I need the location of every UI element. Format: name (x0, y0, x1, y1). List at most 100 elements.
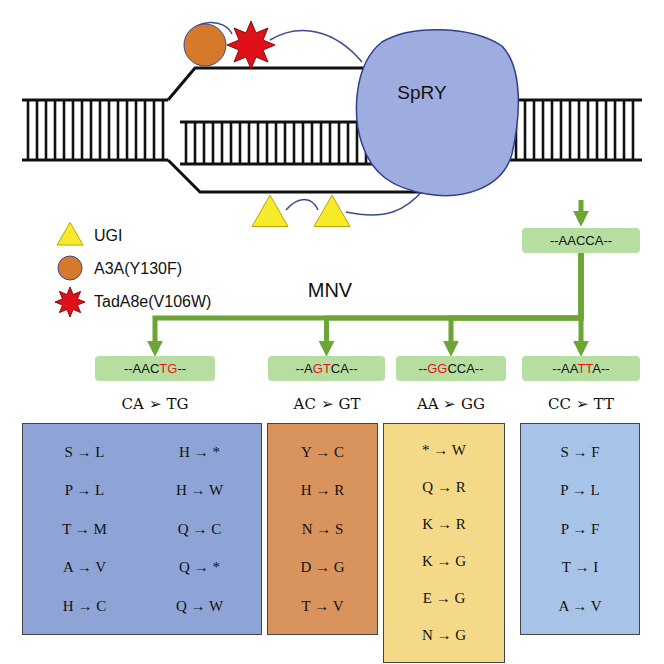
base-pair (311, 122, 314, 164)
base-pair (257, 122, 260, 164)
base-pair (623, 100, 626, 160)
change-label: CA ➢ TG (122, 395, 189, 413)
substitution-cell: H → W (142, 472, 257, 509)
base-pair (587, 100, 590, 160)
sequence-box: --GGCCA-- (396, 356, 506, 381)
branch-arrow (579, 253, 584, 352)
base-pair (99, 100, 102, 160)
spry-protein: SpRY (352, 24, 522, 202)
substitution-cell: T → I (525, 549, 635, 586)
protein-outline (352, 24, 522, 202)
change-label: AA ➢ GG (417, 395, 485, 413)
base-pair (524, 100, 527, 160)
base-pair (81, 100, 84, 160)
flow-arrow (579, 200, 584, 222)
base-pair (63, 100, 66, 160)
substitution-cell: A → V (27, 549, 142, 586)
sequence-text: --AACTG-- (124, 361, 186, 376)
base-pair (72, 100, 75, 160)
change-label: CC ➢ TT (548, 395, 614, 413)
ugi-triangle (252, 195, 288, 226)
base-pair (605, 100, 608, 160)
base-pair (162, 100, 165, 160)
base-pair (135, 100, 138, 160)
substitution-cell: K → R (388, 506, 500, 543)
base-pair (266, 122, 269, 164)
substitution-cell: N → S (272, 511, 373, 548)
base-pair (90, 100, 93, 160)
sequence-text: --AACCA-- (550, 233, 612, 248)
sequence-text: --AGTCA-- (295, 361, 357, 376)
base-pair (596, 100, 599, 160)
substitution-cell: A → V (525, 588, 635, 625)
substitution-cell: P → L (27, 472, 142, 509)
base-pair (108, 100, 111, 160)
base-pair (560, 100, 563, 160)
base-pair (153, 100, 156, 160)
substitution-cell: H → R (272, 472, 373, 509)
base-pair (284, 122, 287, 164)
substitution-cell: H → C (27, 588, 142, 625)
legend-text: A3A(Y130F) (94, 260, 182, 278)
substitution-table: S → LH → *P → LH → WT → MQ → CA → VQ → *… (22, 423, 262, 635)
legend-star (55, 287, 85, 317)
base-pair (117, 100, 120, 160)
substitution-table: S → FP → LP → FT → IA → V (520, 423, 640, 635)
base-pair (185, 122, 188, 164)
legend-triangle (57, 222, 83, 245)
base-pair (203, 122, 206, 164)
base-pair (239, 122, 242, 164)
strand (492, 159, 642, 162)
base-pair (338, 122, 341, 164)
base-pair (329, 122, 332, 164)
sequence-box: --AATTA-- (522, 356, 640, 381)
a3a-circle (184, 24, 226, 66)
substitution-cell: P → L (525, 472, 635, 509)
linker-line (346, 188, 425, 215)
branch-arrow (451, 253, 581, 352)
substitution-cell: P → F (525, 511, 635, 548)
base-pair (533, 100, 536, 160)
base-pair (293, 122, 296, 164)
mnv-label: MNV (308, 279, 352, 302)
base-pair (27, 100, 30, 160)
base-pair (569, 100, 572, 160)
substitution-cell: S → F (525, 434, 635, 471)
substitution-cell: K → G (388, 543, 500, 580)
base-pair (614, 100, 617, 160)
substitution-cell: D → G (272, 549, 373, 586)
base-pair (275, 122, 278, 164)
branch-arrow (155, 253, 581, 352)
protein-shape (357, 30, 519, 196)
ugi-triangle (314, 195, 350, 226)
change-label: AC ➢ GT (294, 395, 361, 413)
base-pair (551, 100, 554, 160)
linker-line (270, 31, 362, 62)
sequence-box: --AACTG-- (95, 356, 215, 381)
dna-ladder (22, 68, 642, 192)
substitution-cell: * → W (388, 432, 500, 469)
substitution-cell: H → * (142, 434, 257, 471)
substitution-cell: Q → C (142, 511, 257, 548)
base-pair (144, 100, 147, 160)
branch-arrow (327, 253, 582, 352)
base-pair (320, 122, 323, 164)
substitution-table: Y → CH → RN → SD → GT → V (267, 423, 378, 635)
legend-circle (58, 256, 82, 280)
protein-name: SpRY (397, 82, 446, 202)
base-pair (542, 100, 545, 160)
base-pair (632, 100, 635, 160)
base-pair (347, 122, 350, 164)
substitution-cell: E → G (388, 580, 500, 617)
substitution-cell: Y → C (272, 434, 373, 471)
substitution-cell: Q → R (388, 469, 500, 506)
sequence-text: --GGCCA-- (418, 361, 483, 376)
sequence-text: --AATTA-- (552, 361, 609, 376)
linker-line (286, 200, 318, 211)
base-pair (302, 122, 305, 164)
base-pair (36, 100, 39, 160)
legend-text: UGI (94, 227, 122, 245)
base-pair (45, 100, 48, 160)
substitution-table: * → WQ → RK → RK → GE → GN → G (383, 423, 505, 663)
base-pair (54, 100, 57, 160)
